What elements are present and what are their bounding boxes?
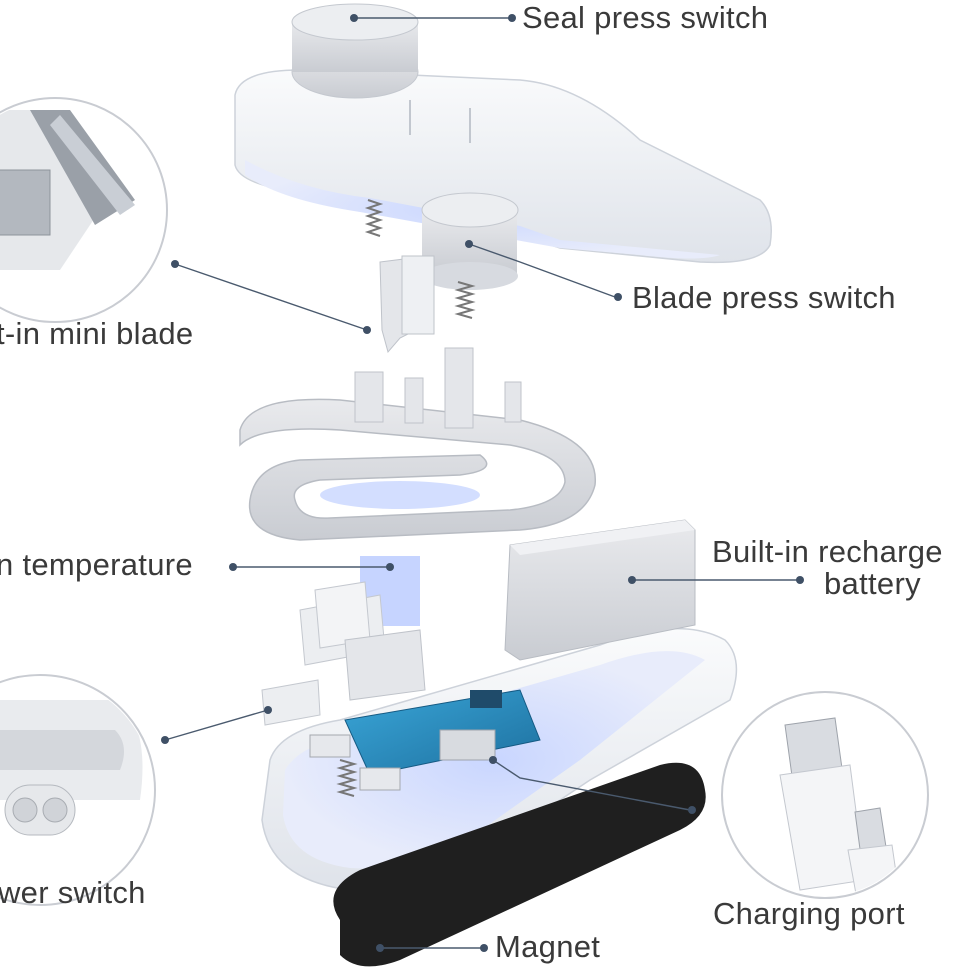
battery-part [504,519,696,661]
leader-power-switch [161,706,272,744]
magnet-part [333,762,706,967]
label-battery: Built-in recharge battery [712,536,980,600]
mini-blade-part [379,255,435,354]
label-charging-port: Charging port [713,896,905,931]
leader-blade-press [465,240,622,301]
label-seal-press-switch: Seal press switch [522,0,769,35]
heating-frame [239,347,596,541]
leader-temperature [229,563,394,571]
label-power-switch: wer switch [0,875,146,910]
leader-magnet [376,944,488,952]
leader-seal-press [350,14,516,22]
leader-charging-port [489,756,696,814]
inset-power-switch [0,674,156,906]
leader-battery [628,576,804,584]
label-battery-line1: Built-in recharge [712,534,943,569]
temperature-part [299,556,426,701]
label-battery-line2: battery [824,566,921,601]
leader-mini-blade [171,260,371,334]
inset-mini-blade [0,97,168,323]
inset-charging-cable [721,691,929,899]
top-housing [234,3,772,264]
pcb-part [309,689,541,797]
label-blade-press-switch: Blade press switch [632,280,896,315]
label-mini-blade: t-in mini blade [0,316,194,351]
label-temperature: n temperature [0,547,193,582]
power-switch-part [261,679,321,726]
label-magnet: Magnet [495,929,601,964]
spring-left [364,199,384,237]
